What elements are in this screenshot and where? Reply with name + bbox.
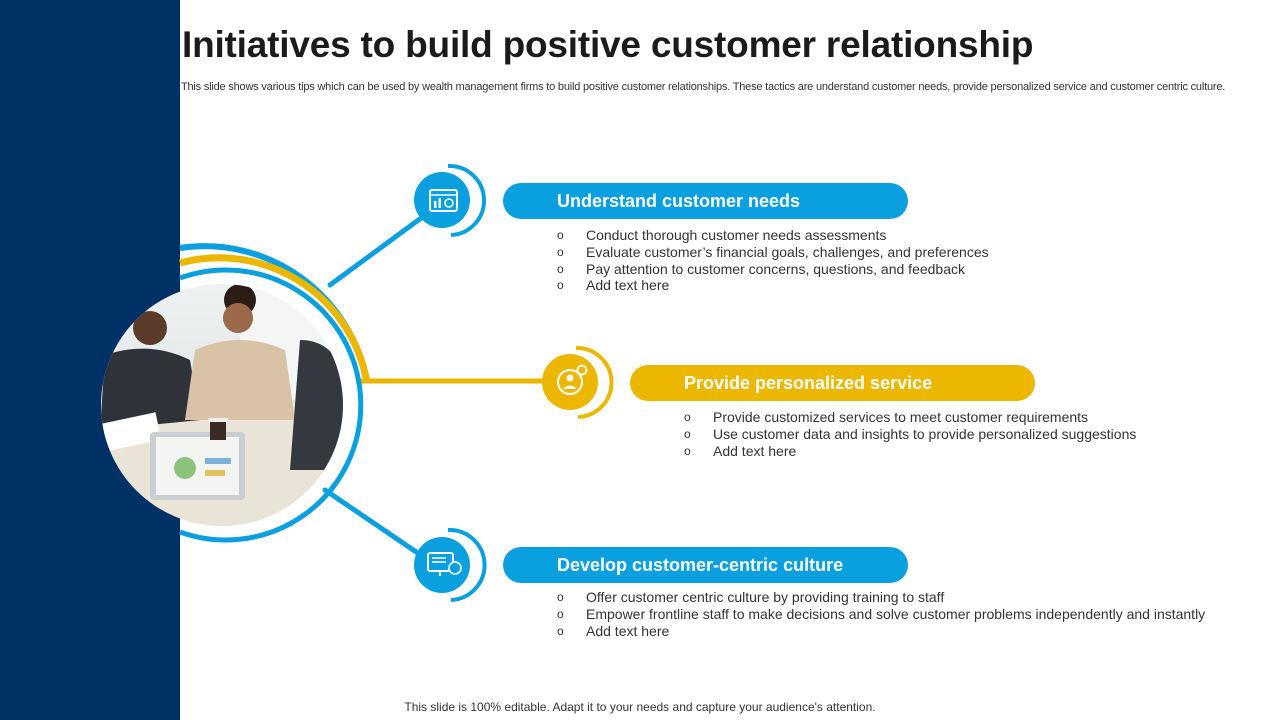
heading-develop-customer-centric-culture: Develop customer-centric culture: [503, 547, 908, 583]
bullets-provide-personalized-service: Provide customized services to meet cust…: [683, 409, 1136, 459]
list-item: Use customer data and insights to provid…: [683, 426, 1136, 443]
decorative-arcs: [179, 243, 371, 543]
bullets-develop-customer-centric-culture: Offer customer centric culture by provid…: [556, 589, 1205, 639]
slide-subtitle: This slide shows various tips which can …: [181, 81, 1226, 93]
user-gear-icon: [542, 345, 614, 419]
list-item: Pay attention to customer concerns, ques…: [556, 261, 989, 278]
slide-title: Initiatives to build positive customer r…: [182, 24, 1034, 65]
list-item: Add text here: [683, 443, 1136, 460]
list-item: Offer customer centric culture by provid…: [556, 589, 1205, 606]
list-item: Add text here: [556, 277, 989, 294]
bullets-understand-customer-needs: Conduct thorough customer needs assessme…: [556, 227, 989, 294]
connector-bottom: [322, 487, 431, 563]
list-item: Empower frontline staff to make decision…: [556, 606, 1205, 623]
heading-understand-customer-needs: Understand customer needs: [503, 183, 908, 219]
monitor-team-icon: [414, 527, 487, 602]
footer-text: This slide is 100% editable. Adapt it to…: [404, 700, 876, 714]
slide-footer: This slide is 100% editable. Adapt it to…: [0, 700, 1280, 714]
list-item: Evaluate customer’s financial goals, cha…: [556, 244, 989, 261]
list-item: Provide customized services to meet cust…: [683, 409, 1136, 426]
heading-provide-personalized-service: Provide personalized service: [630, 365, 1035, 401]
connector-top: [327, 207, 435, 288]
analytics-dashboard-icon: [414, 163, 487, 237]
list-item: Conduct thorough customer needs assessme…: [556, 227, 989, 244]
team-meeting-photo: [101, 284, 343, 526]
list-item: Add text here: [556, 623, 1205, 640]
